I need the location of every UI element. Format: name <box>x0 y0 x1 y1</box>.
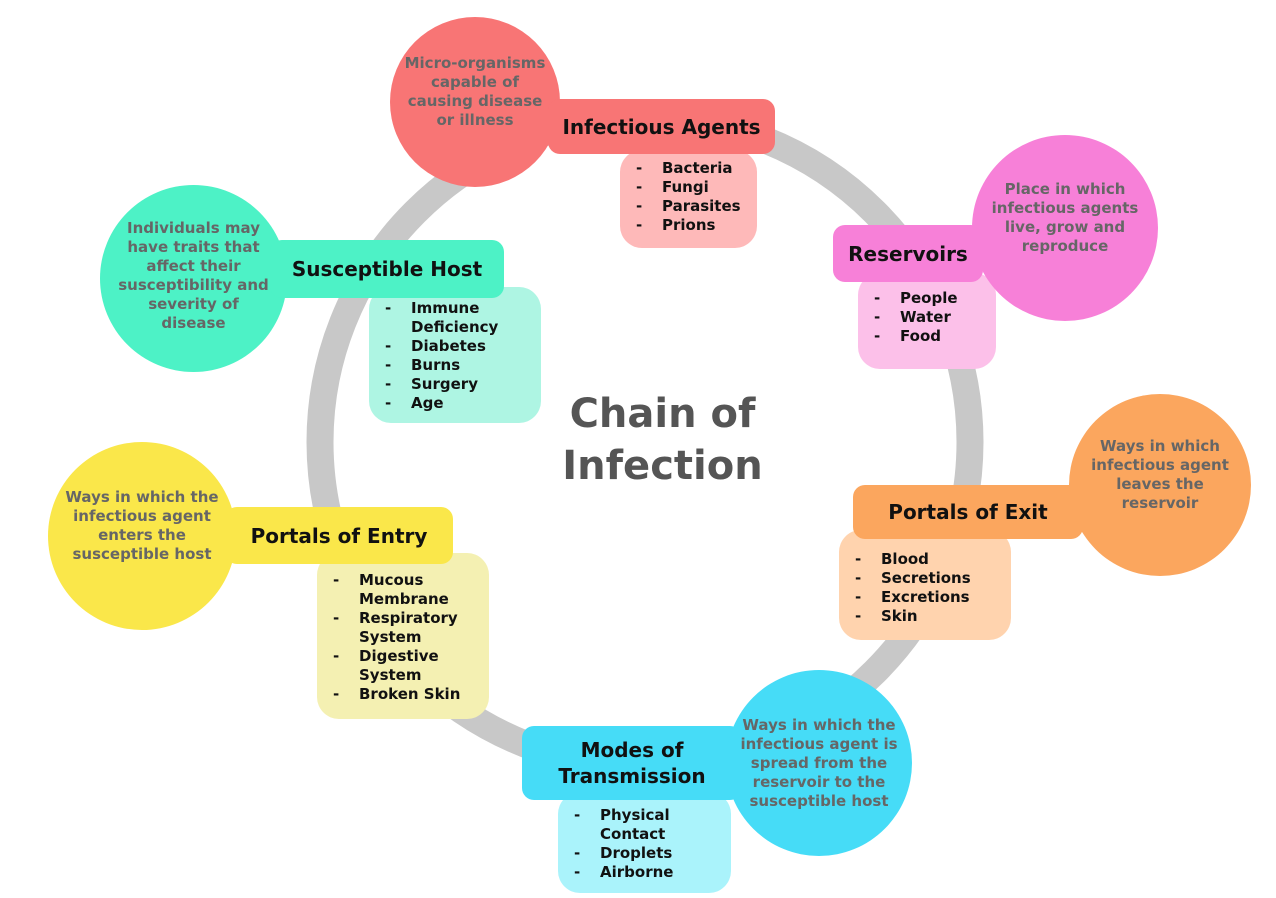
modes-of-transmission-title: Modes of Transmission <box>522 726 742 800</box>
portals-of-exit-list: Blood Secretions Excretions Skin <box>839 530 1011 640</box>
list-item: Broken Skin <box>317 685 489 704</box>
list-item: Skin <box>839 607 1011 626</box>
list-item: Bacteria <box>620 159 757 178</box>
center-title: Chain of Infection <box>562 391 763 489</box>
susceptible-host-list: Immune Deficiency Diabetes Burns Surgery… <box>369 287 541 423</box>
list-item: Water <box>858 308 996 327</box>
infectious-agents-description-circle: Micro-organisms capable of causing disea… <box>390 17 560 187</box>
reservoirs-title: Reservoirs <box>833 225 983 282</box>
reservoirs-list: People Water Food <box>858 273 996 369</box>
list-item: Fungi <box>620 178 757 197</box>
list-item: Food <box>858 327 996 346</box>
list-item: Blood <box>839 550 1011 569</box>
list-item: Digestive System <box>317 647 489 685</box>
list-item: Diabetes <box>369 337 541 356</box>
portals-of-entry-title: Portals of Entry <box>225 507 453 564</box>
list-item: Age <box>369 394 541 413</box>
infectious-agents-description: Micro-organisms capable of causing disea… <box>404 54 546 129</box>
list-item: Immune Deficiency <box>369 299 541 337</box>
list-item: People <box>858 289 996 308</box>
portals-of-entry-list: Mucous Membrane Respiratory System Diges… <box>317 553 489 719</box>
portals-of-entry-description: Ways in which the infectious agent enter… <box>65 488 219 563</box>
susceptible-host-description-circle: Individuals may have traits that affect … <box>100 185 287 372</box>
susceptible-host-title: Susceptible Host <box>270 240 504 298</box>
list-item: Droplets <box>558 844 731 863</box>
list-item: Airborne <box>558 863 731 882</box>
modes-of-transmission-list: Physical Contact Droplets Airborne <box>558 792 731 893</box>
reservoirs-description-circle: Place in which infectious agents live, g… <box>972 135 1158 321</box>
reservoirs-description: Place in which infectious agents live, g… <box>991 180 1139 255</box>
list-item: Mucous Membrane <box>317 571 489 609</box>
list-item: Secretions <box>839 569 1011 588</box>
modes-of-transmission-description-circle: Ways in which the infectious agent is sp… <box>726 670 912 856</box>
list-item: Surgery <box>369 375 541 394</box>
list-item: Physical Contact <box>558 806 731 844</box>
portals-of-exit-description: Ways in which infectious agent leaves th… <box>1091 437 1229 512</box>
list-item: Parasites <box>620 197 757 216</box>
list-item: Burns <box>369 356 541 375</box>
list-item: Respiratory System <box>317 609 489 647</box>
infectious-agents-list: Bacteria Fungi Parasites Prions <box>620 150 757 248</box>
infectious-agents-title: Infectious Agents <box>548 99 775 154</box>
portals-of-exit-title: Portals of Exit <box>853 485 1083 539</box>
susceptible-host-description: Individuals may have traits that affect … <box>118 218 269 332</box>
modes-of-transmission-description: Ways in which the infectious agent is sp… <box>740 715 898 810</box>
portals-of-entry-description-circle: Ways in which the infectious agent enter… <box>48 442 236 630</box>
list-item: Prions <box>620 216 757 235</box>
list-item: Excretions <box>839 588 1011 607</box>
portals-of-exit-description-circle: Ways in which infectious agent leaves th… <box>1069 394 1251 576</box>
